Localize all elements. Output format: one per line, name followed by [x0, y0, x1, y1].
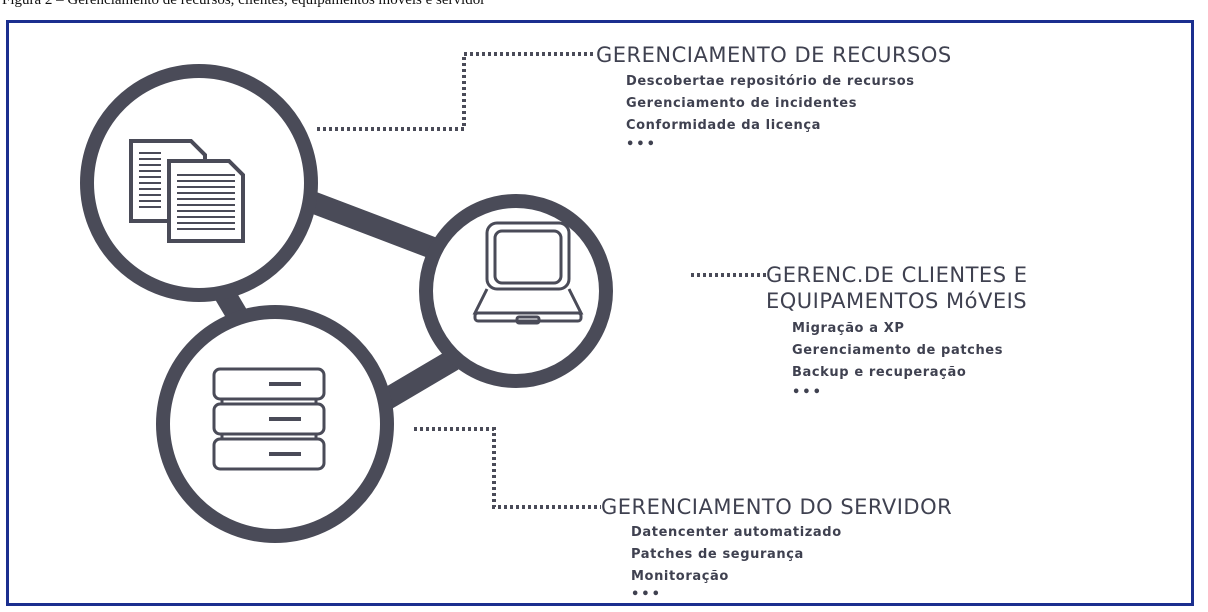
diagram-graphic — [80, 52, 766, 543]
clientes-title-line-2: EQUIPAMENTOS MóVEIS — [766, 289, 1028, 313]
servidor-title: GERENCIAMENTO DO SERVIDOR — [601, 495, 953, 519]
servidor-item-2: Patches de segurança — [631, 547, 804, 562]
clientes-title-line-1: GERENC.DE CLIENTES E — [766, 263, 1028, 287]
dotted-leaders — [317, 52, 766, 509]
leader-recursos — [317, 52, 596, 131]
clientes-item-1: Migração a XP — [792, 321, 905, 336]
connector-docs-laptop — [300, 188, 450, 264]
server-circle — [156, 305, 394, 543]
leader-servidor — [414, 427, 601, 509]
recursos-more: ••• — [626, 137, 657, 152]
diagram-frame: GERENCIAMENTO DE RECURSOS Descobertae re… — [6, 20, 1194, 606]
recursos-item-1: Descobertae repositório de recursos — [626, 74, 915, 89]
laptop-icon — [472, 221, 584, 325]
server-icon — [212, 367, 326, 471]
laptop-circle — [419, 194, 613, 388]
recursos-item-3: Conformidade da licença — [626, 118, 822, 133]
servidor-more: ••• — [631, 587, 662, 602]
recursos-item-2: Gerenciamento de incidentes — [626, 96, 858, 111]
servidor-item-3: Monitoração — [631, 569, 729, 584]
servidor-item-1: Datencenter automatizado — [631, 525, 842, 540]
clientes-item-2: Gerenciamento de patches — [792, 343, 1004, 358]
clientes-more: ••• — [792, 385, 823, 400]
recursos-title: GERENCIAMENTO DE RECURSOS — [596, 43, 952, 67]
clientes-item-3: Backup e recuperação — [792, 365, 967, 380]
document-text-lines — [139, 152, 235, 230]
figure-caption: Figura 2 – Gerenciamento de recursos, cl… — [2, 0, 486, 8]
